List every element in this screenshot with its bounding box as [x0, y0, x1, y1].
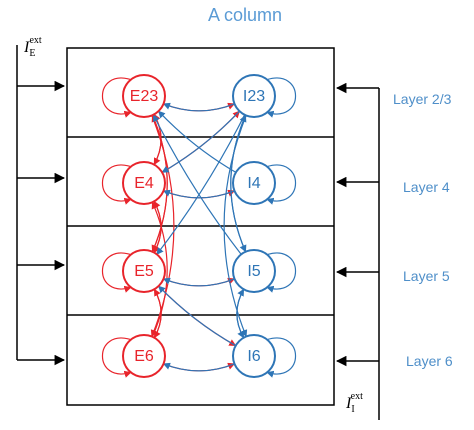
external-excitatory-input: IEext — [16, 35, 66, 366]
node-I23: I23 — [232, 74, 276, 118]
node-label-E6: E6 — [134, 348, 154, 365]
node-label-E4: E4 — [134, 175, 154, 192]
self-loop-I6 — [266, 337, 297, 378]
node-label-I6: I6 — [247, 348, 260, 365]
node-label-I23: I23 — [243, 88, 265, 105]
self-loop-E6 — [101, 337, 132, 378]
node-circle-I5 — [232, 249, 276, 293]
self-loop-E23 — [101, 77, 132, 118]
node-I6: I6 — [232, 334, 276, 378]
layer-label-5: Layer 5 — [403, 268, 450, 284]
connection-I6-to-E6 — [162, 362, 235, 372]
node-circle-I4 — [232, 161, 276, 205]
connection-I4-to-E23 — [158, 110, 237, 173]
layer-label-6: Layer 6 — [406, 353, 453, 369]
connection-E6-to-E5 — [153, 288, 162, 338]
connection-I6-to-I5 — [236, 288, 245, 338]
node-circle-E23 — [122, 74, 166, 118]
connection-I4-to-E4 — [162, 189, 235, 199]
node-circle-E5 — [122, 249, 166, 293]
node-I5: I5 — [232, 249, 276, 293]
node-circle-E4 — [122, 161, 166, 205]
node-circle-I6 — [232, 334, 276, 378]
connection-I6-to-E5 — [158, 285, 236, 347]
connection-I5-to-I23 — [230, 114, 247, 252]
self-loop-E5 — [101, 252, 132, 293]
node-E4: E4 — [122, 161, 166, 205]
connection-I23-to-E4 — [161, 110, 240, 173]
node-E6: E6 — [122, 334, 166, 378]
self-loops — [101, 77, 297, 378]
node-label-I4: I4 — [247, 175, 260, 192]
node-E5: E5 — [122, 249, 166, 293]
node-E23: E23 — [122, 74, 166, 118]
connection-E5-to-E23 — [151, 114, 168, 252]
diagram-title: A column — [208, 5, 282, 25]
external-inhibitory-label: IIext — [345, 391, 363, 415]
self-loop-E4 — [101, 164, 132, 205]
layer-label-2-3: Layer 2/3 — [393, 91, 452, 107]
node-label-E23: E23 — [130, 88, 159, 105]
connection-I5-to-E5 — [162, 277, 235, 287]
node-I4: I4 — [232, 161, 276, 205]
self-loop-I5 — [266, 252, 297, 293]
external-inhibitory-input: IIext — [335, 82, 380, 420]
connections — [150, 102, 248, 372]
connection-I23-to-E23 — [162, 102, 235, 112]
node-label-E5: E5 — [134, 263, 154, 280]
connection-E4-to-I23 — [161, 110, 240, 173]
external-excitatory-label: IEext — [23, 35, 42, 59]
self-loop-I23 — [266, 77, 297, 118]
node-label-I5: I5 — [247, 263, 260, 280]
self-loop-I4 — [266, 164, 297, 205]
node-circle-E6 — [122, 334, 166, 378]
connection-E5-to-I6 — [158, 285, 237, 347]
layer-label-4: Layer 4 — [403, 179, 450, 195]
connection-E6-to-E4 — [151, 201, 168, 338]
connection-I5-to-E23 — [152, 114, 242, 255]
node-circle-I23 — [232, 74, 276, 118]
connection-I23-to-E5 — [156, 114, 246, 255]
